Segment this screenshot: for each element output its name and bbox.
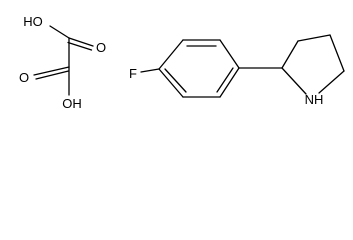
atom-fluorine: F <box>129 66 137 81</box>
chemical-structure-drawing: HO O O OH F NH <box>19 14 345 111</box>
bond-ring-c6-c1 <box>158 68 184 98</box>
bond-ring-inner-right <box>216 67 234 93</box>
bond-c1-o-double-b <box>67 41 93 51</box>
atom-oxygen-bottom: O <box>19 70 29 85</box>
bond-ring-c4-c5 <box>219 67 240 98</box>
bond-ho-c1 <box>49 25 70 39</box>
bond-ring-c3-c4 <box>219 39 240 69</box>
atom-amine: NH <box>305 92 324 107</box>
bond-c2-o-double-b <box>35 70 70 80</box>
bond-pyr-c5-n <box>318 70 345 94</box>
bond-pyr-c3-c4 <box>297 34 331 42</box>
bond-ring-c1-c2 <box>158 39 184 70</box>
bond-f-c1 <box>140 68 160 73</box>
atom-hydroxyl-top: HO <box>23 14 43 29</box>
bond-c2-o-double-a <box>33 66 70 76</box>
bond-ring-inner-left <box>164 68 187 93</box>
bond-pyr-n-c2 <box>281 67 307 95</box>
atom-oxygen-top: O <box>96 40 106 55</box>
atom-hydroxyl-bottom: OH <box>62 96 82 111</box>
bond-pyr-c4-c5 <box>329 34 345 72</box>
bond-c1-o-double-a <box>68 37 94 47</box>
oxalic-acid-molecule: HO O O OH <box>19 14 106 111</box>
bond-pyr-c2-c3 <box>281 40 299 69</box>
fluorophenyl-pyrrolidine-molecule: F NH <box>129 34 345 107</box>
